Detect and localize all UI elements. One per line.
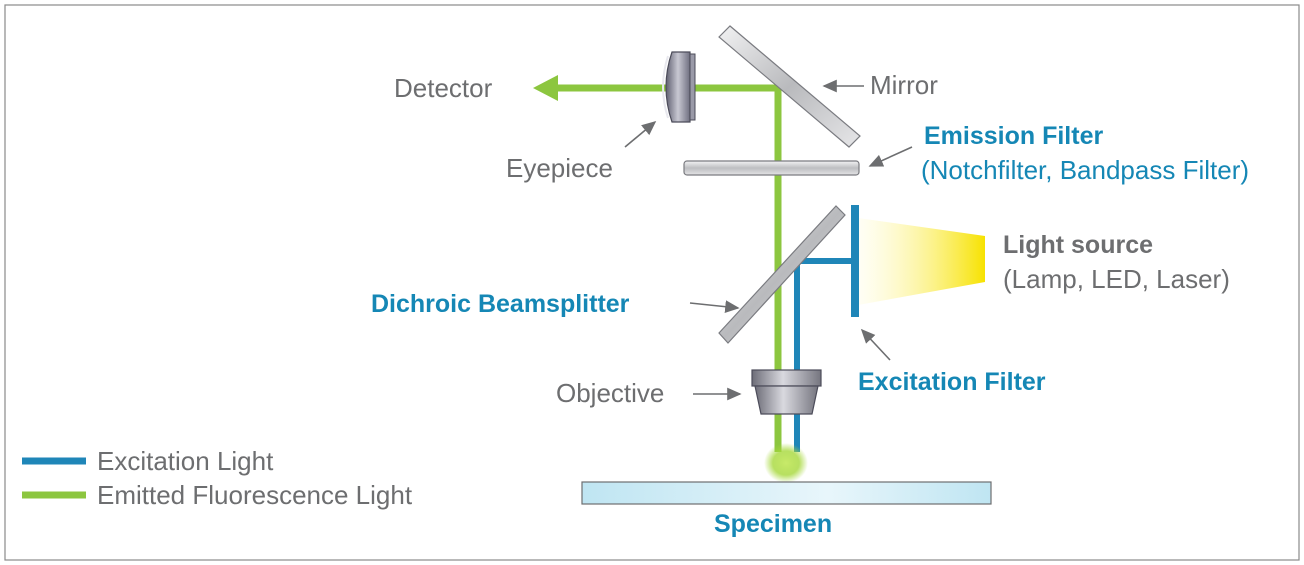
detector-label: Detector — [394, 73, 493, 103]
legend: Excitation Light Emitted Fluorescence Li… — [22, 446, 413, 510]
objective-label: Objective — [556, 378, 664, 408]
light-source-subtitle: (Lamp, LED, Laser) — [1003, 264, 1230, 294]
eyepiece-pointer — [624, 120, 657, 148]
frame-border — [4, 4, 1300, 561]
emission-filter-title: Emission Filter — [924, 122, 1103, 150]
fluorescence-glow — [764, 443, 808, 483]
detector-arrow — [533, 75, 558, 101]
pointer-arrows — [624, 79, 913, 401]
dichroic-beamsplitter — [718, 205, 846, 344]
legend-label-excitation: Excitation Light — [97, 446, 274, 476]
emission-filter — [683, 160, 860, 176]
excitation-filter — [851, 205, 859, 317]
eyepiece-label: Eyepiece — [506, 153, 613, 183]
mirror-label: Mirror — [870, 70, 938, 100]
emission-filter-subtitle: (Notchfilter, Bandpass Filter) — [921, 155, 1249, 185]
eyepiece-lens — [662, 51, 696, 123]
excitation-filter-label: Excitation Filter — [858, 368, 1046, 396]
mirror — [718, 25, 861, 148]
emission-filter-pointer — [868, 146, 913, 167]
light-source-title: Light source — [1003, 231, 1153, 259]
dichroic-pointer — [689, 300, 740, 314]
objective-lens — [751, 369, 822, 415]
dichroic-label: Dichroic Beamsplitter — [371, 290, 630, 318]
legend-label-emission: Emitted Fluorescence Light — [97, 480, 413, 510]
light-source-beam — [858, 218, 985, 305]
specimen-slide — [581, 481, 992, 505]
excitation-filter-pointer — [860, 328, 891, 361]
specimen-label: Specimen — [714, 510, 832, 538]
